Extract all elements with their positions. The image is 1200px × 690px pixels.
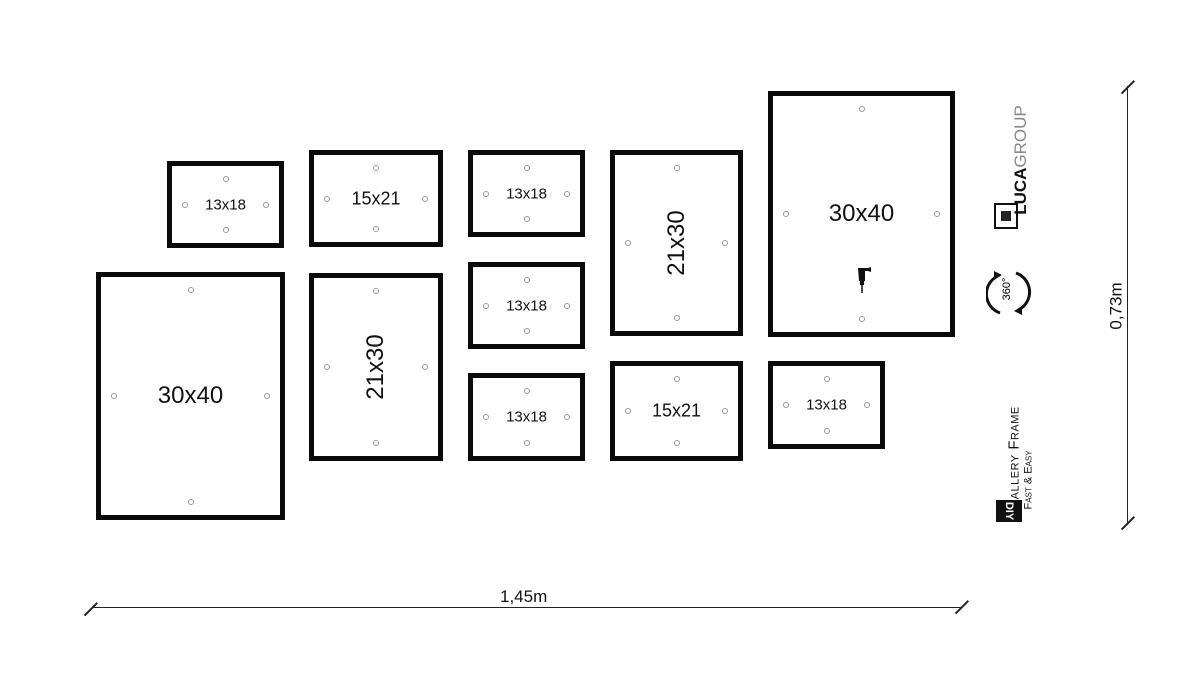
hanging-point-marker bbox=[823, 428, 830, 434]
hanging-point-marker bbox=[222, 227, 229, 233]
hanging-point-marker bbox=[523, 277, 530, 283]
frame-label: 30x40 bbox=[157, 382, 224, 409]
hanging-point-marker bbox=[483, 302, 489, 309]
hanging-point-marker bbox=[673, 165, 680, 171]
hanging-point-marker bbox=[187, 499, 194, 505]
hanging-point-marker bbox=[264, 393, 270, 399]
diy-text: DIY bbox=[1003, 501, 1015, 521]
hanging-point-marker bbox=[483, 414, 489, 420]
frame-15x21: 15x21 bbox=[309, 150, 443, 247]
hanging-point-marker bbox=[564, 190, 570, 197]
luca-group-logo: LUCAGROUP bbox=[1011, 105, 1031, 215]
hanging-point-marker bbox=[373, 226, 379, 232]
hanging-point-marker bbox=[222, 176, 229, 182]
hanging-point-marker bbox=[858, 106, 865, 112]
frame-30x40: 30x40 bbox=[768, 91, 955, 337]
frame-15x21: 15x21 bbox=[610, 361, 743, 461]
hanging-point-marker bbox=[864, 402, 870, 408]
drill-icon bbox=[858, 267, 871, 293]
gallery-title: Gallery Frame bbox=[1005, 406, 1023, 512]
frame-21x30: 21x30 bbox=[610, 150, 743, 336]
hanging-point-marker bbox=[783, 402, 789, 408]
hanging-point-marker bbox=[564, 302, 570, 309]
hanging-point-marker bbox=[625, 408, 631, 414]
badge-360: 360° bbox=[1001, 278, 1013, 301]
frame-label: 13x18 bbox=[205, 196, 246, 213]
frame-label: 15x21 bbox=[651, 400, 702, 421]
gallery-frame-title: Gallery Frame Fast & Easy bbox=[1005, 372, 1035, 512]
frame-label: 30x40 bbox=[828, 200, 895, 227]
hanging-point-marker bbox=[324, 195, 330, 202]
hanging-point-marker bbox=[523, 328, 530, 334]
rotate-360-icon: 360° bbox=[986, 271, 1032, 315]
frame-label: 21x30 bbox=[662, 210, 690, 276]
hanging-point-marker bbox=[373, 165, 379, 171]
hanging-point-marker bbox=[523, 440, 530, 446]
frame-label: 13x18 bbox=[506, 408, 547, 426]
hanging-point-marker bbox=[483, 190, 489, 197]
hanging-point-marker bbox=[673, 440, 680, 446]
hanging-point-marker bbox=[182, 201, 188, 208]
hanging-point-marker bbox=[263, 201, 269, 208]
hanging-point-marker bbox=[673, 315, 680, 321]
hanging-point-marker bbox=[722, 408, 728, 414]
width-dimension-line bbox=[92, 607, 962, 608]
logo-light: GROUP bbox=[1010, 105, 1030, 168]
frame-label: 13x18 bbox=[506, 185, 547, 202]
frame-30x40: 30x40 bbox=[96, 272, 285, 520]
dimension-tick bbox=[83, 602, 98, 616]
hanging-point-marker bbox=[783, 211, 789, 217]
frame-label: 13x18 bbox=[506, 297, 547, 314]
hanging-point-marker bbox=[823, 376, 830, 382]
hanging-point-marker bbox=[523, 388, 530, 394]
frame-13x18: 13x18 bbox=[468, 262, 585, 349]
hanging-point-marker bbox=[523, 216, 530, 222]
width-label: 1,45m bbox=[500, 587, 548, 606]
height-label: 0,73m bbox=[1106, 282, 1126, 330]
frame-label: 21x30 bbox=[362, 334, 389, 400]
frame-label: 15x21 bbox=[351, 188, 401, 208]
hanging-point-marker bbox=[858, 316, 865, 322]
frame-13x18: 13x18 bbox=[468, 373, 585, 461]
hanging-point-marker bbox=[934, 211, 940, 217]
frame-label: 13x18 bbox=[806, 396, 847, 414]
diy-badge: DIY bbox=[996, 500, 1022, 522]
frame-13x18: 13x18 bbox=[768, 361, 885, 449]
hanging-point-marker bbox=[373, 288, 379, 294]
hanging-point-marker bbox=[187, 287, 194, 293]
hanging-point-marker bbox=[564, 414, 570, 420]
frame-21x30: 21x30 bbox=[309, 273, 443, 461]
hanging-point-marker bbox=[324, 364, 330, 370]
height-dimension-line bbox=[1127, 86, 1128, 524]
hanging-point-marker bbox=[111, 393, 117, 399]
frame-13x18: 13x18 bbox=[167, 161, 284, 248]
tagline: Fast & Easy bbox=[1022, 450, 1035, 510]
hanging-point-marker bbox=[523, 165, 530, 171]
hanging-point-marker bbox=[422, 195, 428, 202]
hanging-point-marker bbox=[625, 240, 631, 246]
luca-square-logo-icon bbox=[994, 203, 1018, 229]
hanging-point-marker bbox=[422, 364, 428, 370]
hanging-point-marker bbox=[722, 240, 728, 246]
frame-13x18: 13x18 bbox=[468, 150, 585, 237]
hanging-point-marker bbox=[373, 440, 379, 446]
hanging-point-marker bbox=[673, 376, 680, 382]
